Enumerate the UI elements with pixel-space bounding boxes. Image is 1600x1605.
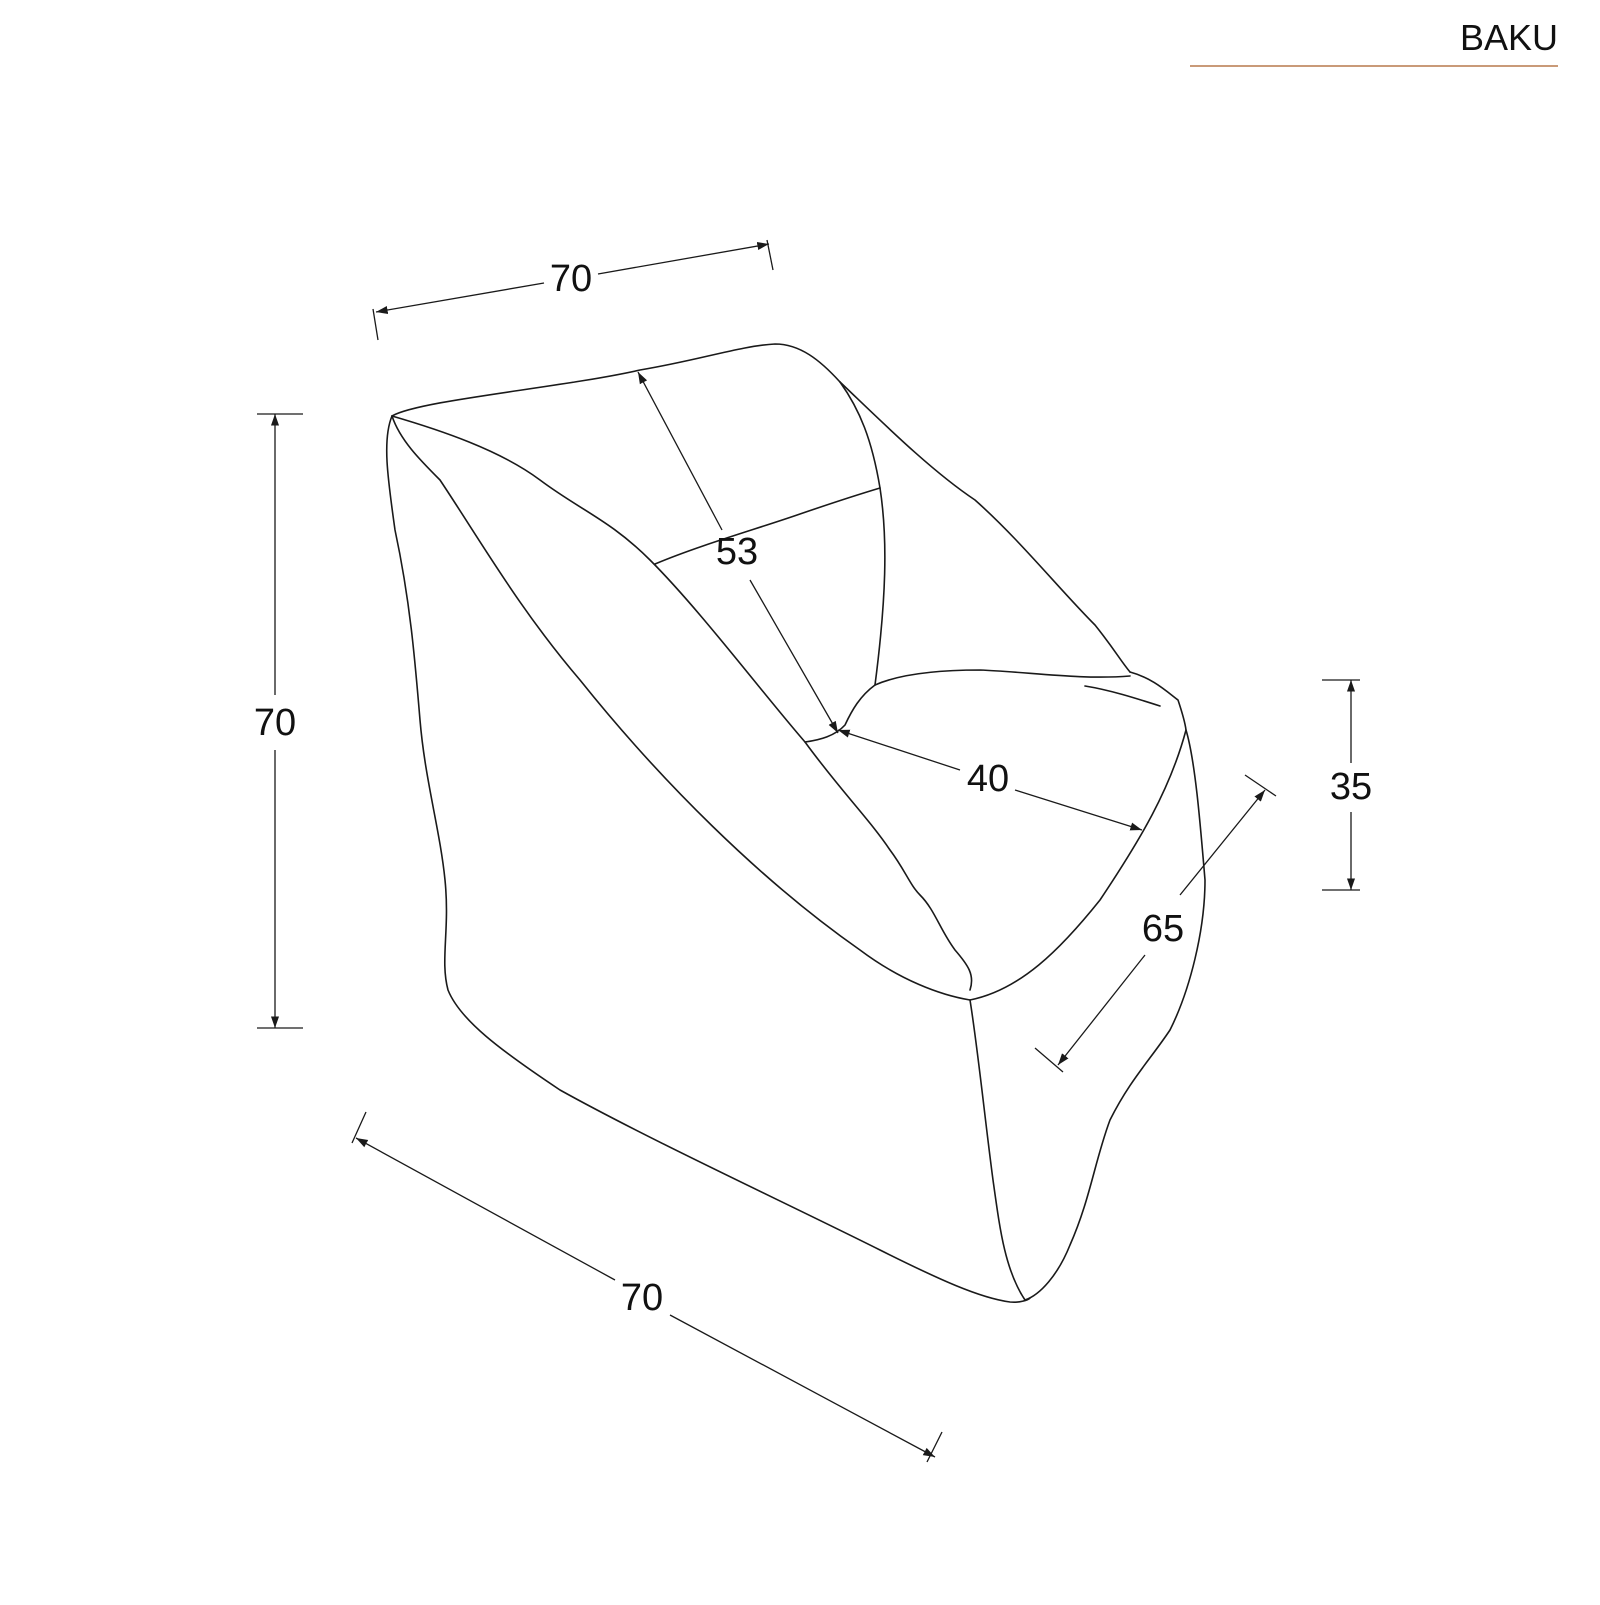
dim-line [1014,789,1143,831]
dimension-bottom-width: 70 [351,1111,943,1463]
dim-tick [351,1111,367,1144]
dimension-top-width: 70 [372,239,774,341]
dim-line [837,729,961,771]
outline-seat-back [874,669,1131,686]
outline-front-corner [969,999,1026,1301]
dimension-overall-height: 70 [254,413,303,1029]
dimension-seat-height: 35 [1322,679,1372,891]
outline-seat-crease [1084,685,1161,707]
dim-label-backrest-height: 53 [716,531,758,573]
dimension-seat-depth: 40 [837,729,1143,831]
brand-title: BAKU [1460,17,1558,58]
outline-left-arm-outer [391,415,971,1001]
dimension-backrest-height: 53 [637,371,839,734]
dim-label-side-depth: 65 [1142,908,1184,950]
outline-right-back [839,381,1131,673]
dim-line [669,1314,936,1458]
outline-left-arm-inner [391,415,973,991]
outline-seat-left [804,684,876,743]
dim-label-overall-height: 70 [254,702,296,744]
outline-right-front [969,729,1206,1301]
outline-right-arm-top [1129,671,1187,731]
dim-label-seat-height: 35 [1330,766,1372,808]
dim-line [375,282,545,315]
outline-left-front [385,415,1031,1303]
armchair-outline [385,343,1206,1303]
dim-label-bottom-width: 70 [621,1277,663,1319]
outline-top-edge [391,343,841,417]
dim-line [637,371,723,531]
dim-tick [372,308,379,341]
dim-tick [926,1431,943,1463]
dim-line [1057,954,1146,1066]
dim-line [749,579,839,734]
dim-line [1179,789,1266,896]
dim-label-top-width: 70 [550,258,592,300]
dim-label-seat-depth: 40 [967,758,1009,800]
outline-backrest-right [839,381,886,686]
dim-tick [1244,774,1277,797]
brand-header: BAKU [1190,17,1558,67]
dim-tick [1034,1047,1064,1073]
outline-backrest-seam [654,487,881,565]
dim-line [355,1137,616,1281]
dim-line [597,241,770,275]
dimension-side-depth: 65 [1034,774,1277,1073]
